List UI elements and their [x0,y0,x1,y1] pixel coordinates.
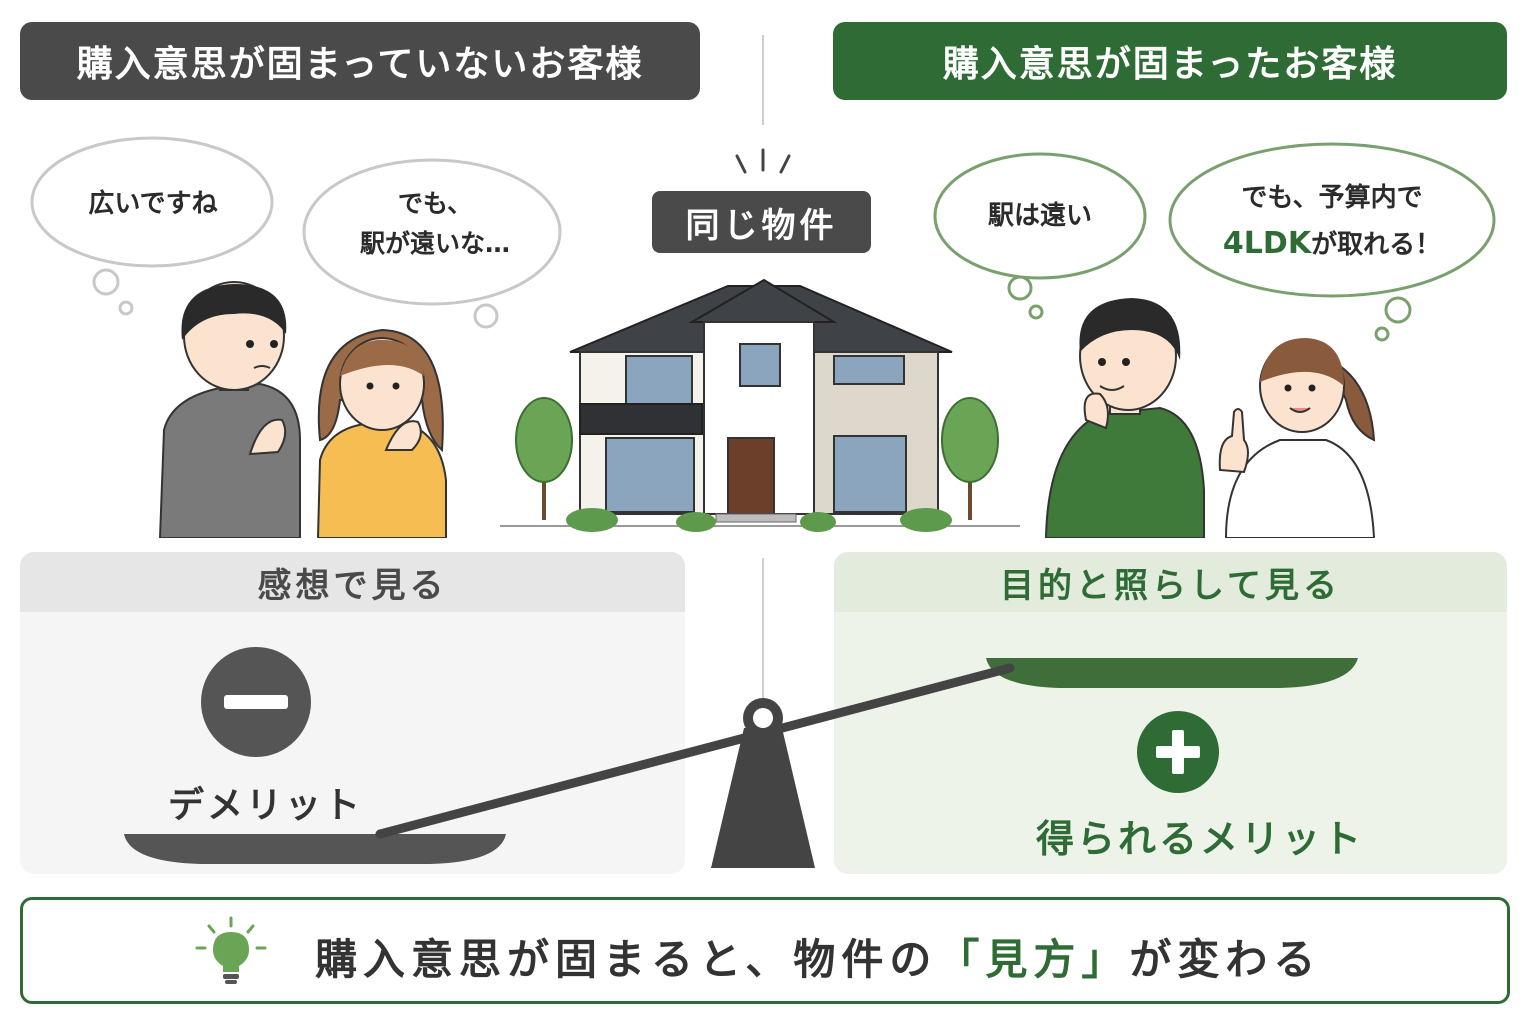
demerit-label: デメリット [168,785,364,826]
footer-text: 購入意思が固まると、物件の「見方」が変わる [315,926,1321,987]
thought-bubbles-left [30,136,562,329]
footer-conclusion: 購入意思が固まると、物件の「見方」が変わる [20,897,1510,1004]
panel-title-purpose: 目的と照らして見る [834,552,1507,612]
bubble-text-within-budget-line2: 4LDKが取れる！ [1200,222,1464,266]
footer-text-highlight: 「見方」 [937,935,1130,984]
footer-text-before: 購入意思が固まると、物件の [315,935,938,984]
footer-text-after: が変わる [1129,935,1322,984]
merit-label: 得られるメリット [1036,817,1365,861]
header-undecided-customers: 購入意思が固まっていないお客様 [20,22,700,100]
plus-icon [1137,711,1219,793]
panel-title-impression: 感想で見る [20,552,685,612]
bubble-text-station-far-line2: 駅が遠いな… [359,229,510,258]
panel-impression: 感想で見る [20,552,685,874]
bubble-text-rest: が取れる！ [1311,230,1442,260]
same-property-badge: 同じ物件 [652,191,871,253]
bubble-text-spacious: 広いですね [88,189,218,219]
thought-bubbles-right [933,142,1496,342]
undecided-couple-illustration [158,281,447,538]
lightbulb-icon [195,916,267,984]
decided-couple-illustration [1044,298,1376,538]
house-illustration [500,278,1020,532]
bubble-text-station-far-decided: 駅は遠い [987,201,1092,231]
sparkle-icon [735,148,791,174]
bubble-accent-4ldk: 4LDK [1222,226,1312,261]
bubble-text-station-far-line1: でも、 [397,189,473,218]
header-decided-customers: 購入意思が固まったお客様 [833,22,1507,100]
bubble-text-within-budget-line1: でも、予算内で [1241,183,1423,213]
minus-icon [201,647,311,757]
